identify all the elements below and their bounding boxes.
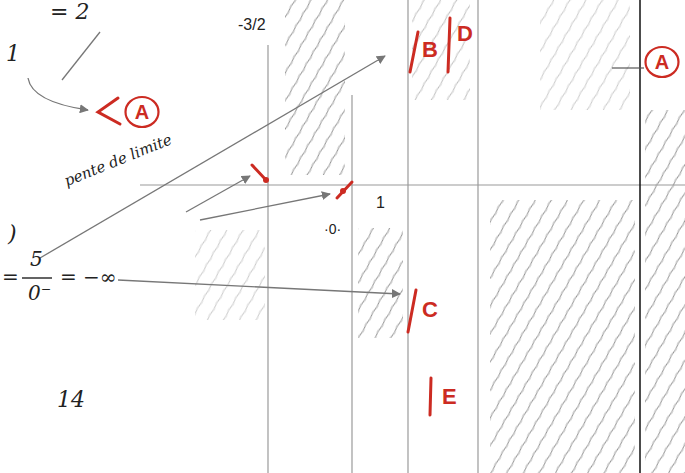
axis-line (140, 0, 685, 473)
handwritten-note: = 2 (48, 0, 91, 24)
handwritten-number: 1 (4, 42, 22, 66)
panel-border (639, 0, 641, 473)
limit-value: = −∞ (58, 266, 119, 288)
fraction-numerator: 5 (28, 248, 45, 270)
hatched-region (195, 0, 685, 473)
axis-value: 1 (374, 194, 387, 212)
handwritten-number: 14 (55, 388, 87, 412)
case-letter: B (420, 38, 440, 62)
case-letter: E (440, 385, 459, 409)
axis-value: -3/2 (236, 16, 268, 34)
circled-letter: A (644, 44, 680, 80)
fraction-denominator: 0⁻ (26, 282, 53, 304)
math-symbol: = (0, 266, 21, 288)
node-letter: A (655, 51, 669, 73)
limit-dot (263, 177, 346, 194)
node-letter: A (135, 101, 149, 123)
case-letter: D (455, 22, 475, 46)
axis-value: ·0· (322, 222, 343, 237)
fraction-bar (22, 277, 52, 278)
dash-mark (612, 67, 644, 68)
case-letter: C (420, 298, 440, 322)
leader-arrow (28, 32, 400, 294)
handwritten-note: pente de limite (60, 131, 176, 191)
math-symbol: ) (6, 222, 19, 246)
red-mark (98, 18, 450, 415)
circled-letter: A (124, 94, 160, 130)
